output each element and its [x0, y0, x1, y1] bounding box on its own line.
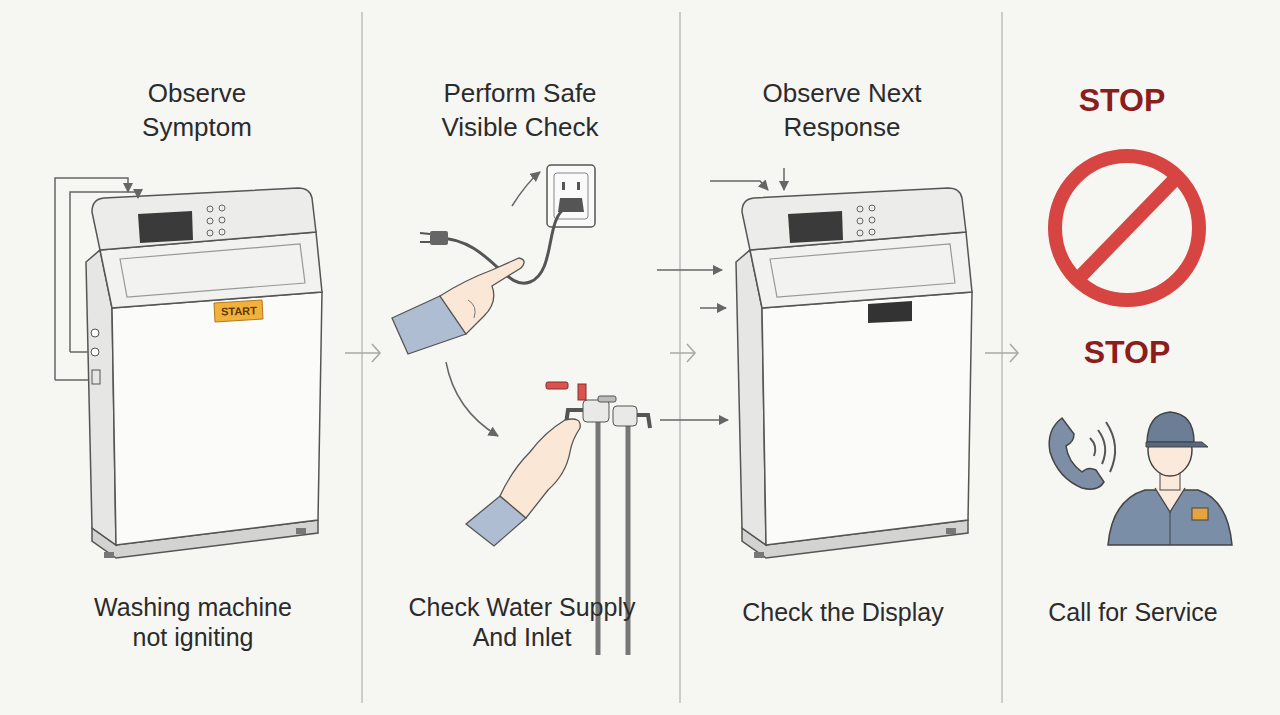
no-sign [1055, 156, 1199, 300]
pointing-hand [468, 300, 475, 318]
step-text: STOP [1047, 334, 1207, 370]
outlet-plug [420, 241, 430, 243]
outlet-plug [577, 182, 580, 190]
technician [1170, 512, 1171, 545]
flow-connector [670, 344, 695, 362]
phone-icon [1049, 418, 1115, 489]
water-tap [598, 396, 616, 402]
flow-connector [345, 344, 380, 362]
step-text: Washing machine not igniting [83, 592, 303, 652]
column-divider [361, 12, 363, 703]
button-label: START [214, 303, 264, 320]
step-column: STOP STOP Call for Service [1018, 0, 1268, 715]
flow-arrow [660, 419, 728, 421]
pointer-line [55, 379, 88, 381]
outlet-plug [420, 233, 430, 234]
curved-arrow [446, 362, 498, 436]
pointer-line [70, 192, 138, 352]
curved-arrow [446, 362, 498, 436]
outlet-plug [547, 165, 595, 227]
step-text: Check Water Supply And Inlet [397, 592, 647, 652]
column-divider [679, 12, 681, 703]
step-heading: STOP [1042, 82, 1202, 118]
outlet-plug [430, 231, 448, 245]
washing-machine [86, 188, 322, 558]
technician [1192, 508, 1208, 520]
step-text: Call for Service [1023, 597, 1243, 627]
water-tap [583, 400, 609, 422]
phone-icon [1106, 422, 1115, 472]
technician [1146, 442, 1208, 447]
washing-machine [91, 329, 99, 337]
no-sign [1055, 156, 1199, 300]
step-text: Check the Display [723, 597, 963, 627]
step-column: Observe Next ResponseCheck the Display [695, 0, 985, 715]
tap-hand [466, 419, 580, 546]
pointer-line [70, 351, 88, 353]
phone-icon [1098, 430, 1105, 464]
step-heading: Observe Symptom [97, 76, 297, 144]
step-heading: Perform Safe Visible Check [420, 76, 620, 144]
flow-arrow [710, 181, 768, 190]
pointer-line [55, 178, 138, 380]
technician [1147, 412, 1194, 442]
step-column: Perform Safe Visible CheckCheck Water Su… [380, 0, 670, 715]
phone-icon [1049, 418, 1104, 489]
pointer-line [55, 178, 128, 380]
pointing-hand [440, 258, 524, 334]
washing-machine [91, 348, 99, 356]
outlet-plug [512, 172, 540, 206]
water-tap [637, 415, 650, 428]
pointing-hand [392, 258, 524, 354]
tap-hand [500, 419, 580, 518]
step-heading: Observe Next Response [742, 76, 942, 144]
technician [1155, 488, 1185, 512]
water-tap [613, 406, 637, 426]
no-sign [1078, 177, 1177, 279]
flow-arrow [783, 168, 785, 190]
outlet-plug [562, 182, 565, 190]
flow-arrow [700, 307, 726, 309]
water-tap [546, 382, 568, 389]
phone-icon [1090, 438, 1095, 456]
washing-machine [92, 370, 100, 384]
flow-arrow [657, 269, 722, 271]
washing-machine [868, 301, 912, 323]
column-divider [1001, 12, 1003, 703]
flow-connector [985, 344, 1018, 362]
step-column: Observe SymptomWashing machine not ignit… [20, 0, 345, 715]
washing-machine [86, 188, 322, 558]
technician [1108, 412, 1232, 545]
water-tap [578, 384, 586, 400]
column-divider [362, 12, 1002, 703]
washing-machine [736, 188, 972, 558]
washing-machine [736, 188, 972, 558]
